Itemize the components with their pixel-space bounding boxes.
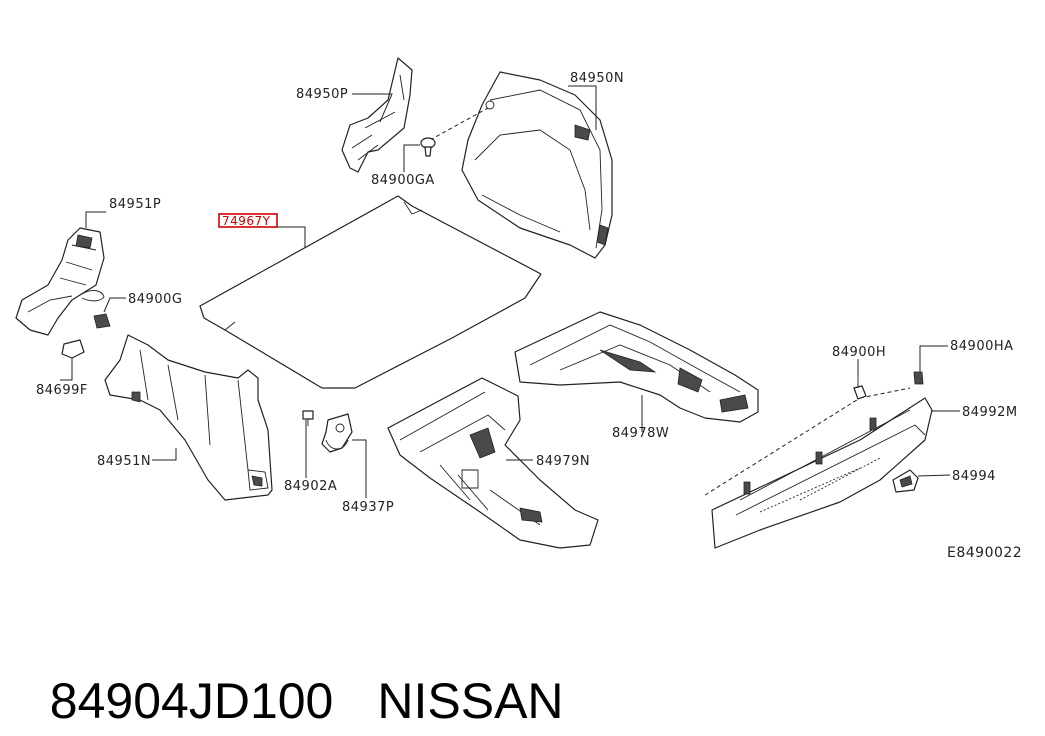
part-74967Y-drawing: [199, 195, 542, 389]
part-84900H-drawing: [853, 376, 867, 400]
label-84900GA[interactable]: 84900GA: [371, 173, 435, 188]
label-84900H[interactable]: 84900H: [832, 345, 886, 360]
part-84900HA-drawing: [913, 371, 924, 385]
part-84699F-drawing: [61, 339, 85, 359]
part-84950N-drawing: [461, 71, 613, 259]
part-84900GA-drawing: [420, 137, 436, 157]
part-84979N-drawing: [387, 377, 599, 549]
part-84950P-drawing: [341, 57, 413, 173]
parts-diagram: 84950P 84950N 84900GA 84951P 74967Y 8490…: [15, 57, 1022, 561]
highlight-box-74967Y: [218, 213, 278, 228]
label-74967Y[interactable]: 74967Y: [222, 214, 271, 228]
label-84951N[interactable]: 84951N: [97, 454, 151, 469]
part-84900G-drawing: [93, 313, 111, 329]
part-84937P-drawing: [321, 413, 353, 453]
label-84900G[interactable]: 84900G: [128, 292, 182, 307]
label-84950P[interactable]: 84950P: [296, 87, 348, 102]
label-84992M[interactable]: 84992M: [962, 405, 1018, 420]
label-84900HA[interactable]: 84900HA: [950, 339, 1014, 354]
caption: 84904JD100 NISSAN: [22, 596, 1022, 729]
dashed-link-84992M: [704, 387, 911, 496]
caption-brand: NISSAN: [377, 673, 564, 729]
label-84699F[interactable]: 84699F: [36, 383, 88, 398]
leader-lines: [60, 85, 960, 498]
part-84951N-drawing: [104, 334, 273, 501]
part-84994-drawing: [892, 469, 919, 493]
label-84951P[interactable]: 84951P: [109, 197, 161, 212]
part-84951P-drawing: [15, 227, 105, 336]
diagram-reference-code: E8490022: [947, 545, 1022, 561]
label-84978W[interactable]: 84978W: [612, 426, 669, 441]
label-84950N[interactable]: 84950N: [570, 71, 624, 86]
part-84902A-drawing: [302, 410, 314, 426]
caption-part-number: 84904JD100: [49, 673, 334, 729]
label-84937P[interactable]: 84937P: [342, 500, 394, 515]
label-84994[interactable]: 84994: [952, 469, 996, 484]
label-84979N[interactable]: 84979N: [536, 454, 590, 469]
label-84902A[interactable]: 84902A: [284, 479, 337, 494]
part-84992M-drawing: [711, 397, 933, 549]
part-84978W-drawing: [514, 311, 759, 423]
